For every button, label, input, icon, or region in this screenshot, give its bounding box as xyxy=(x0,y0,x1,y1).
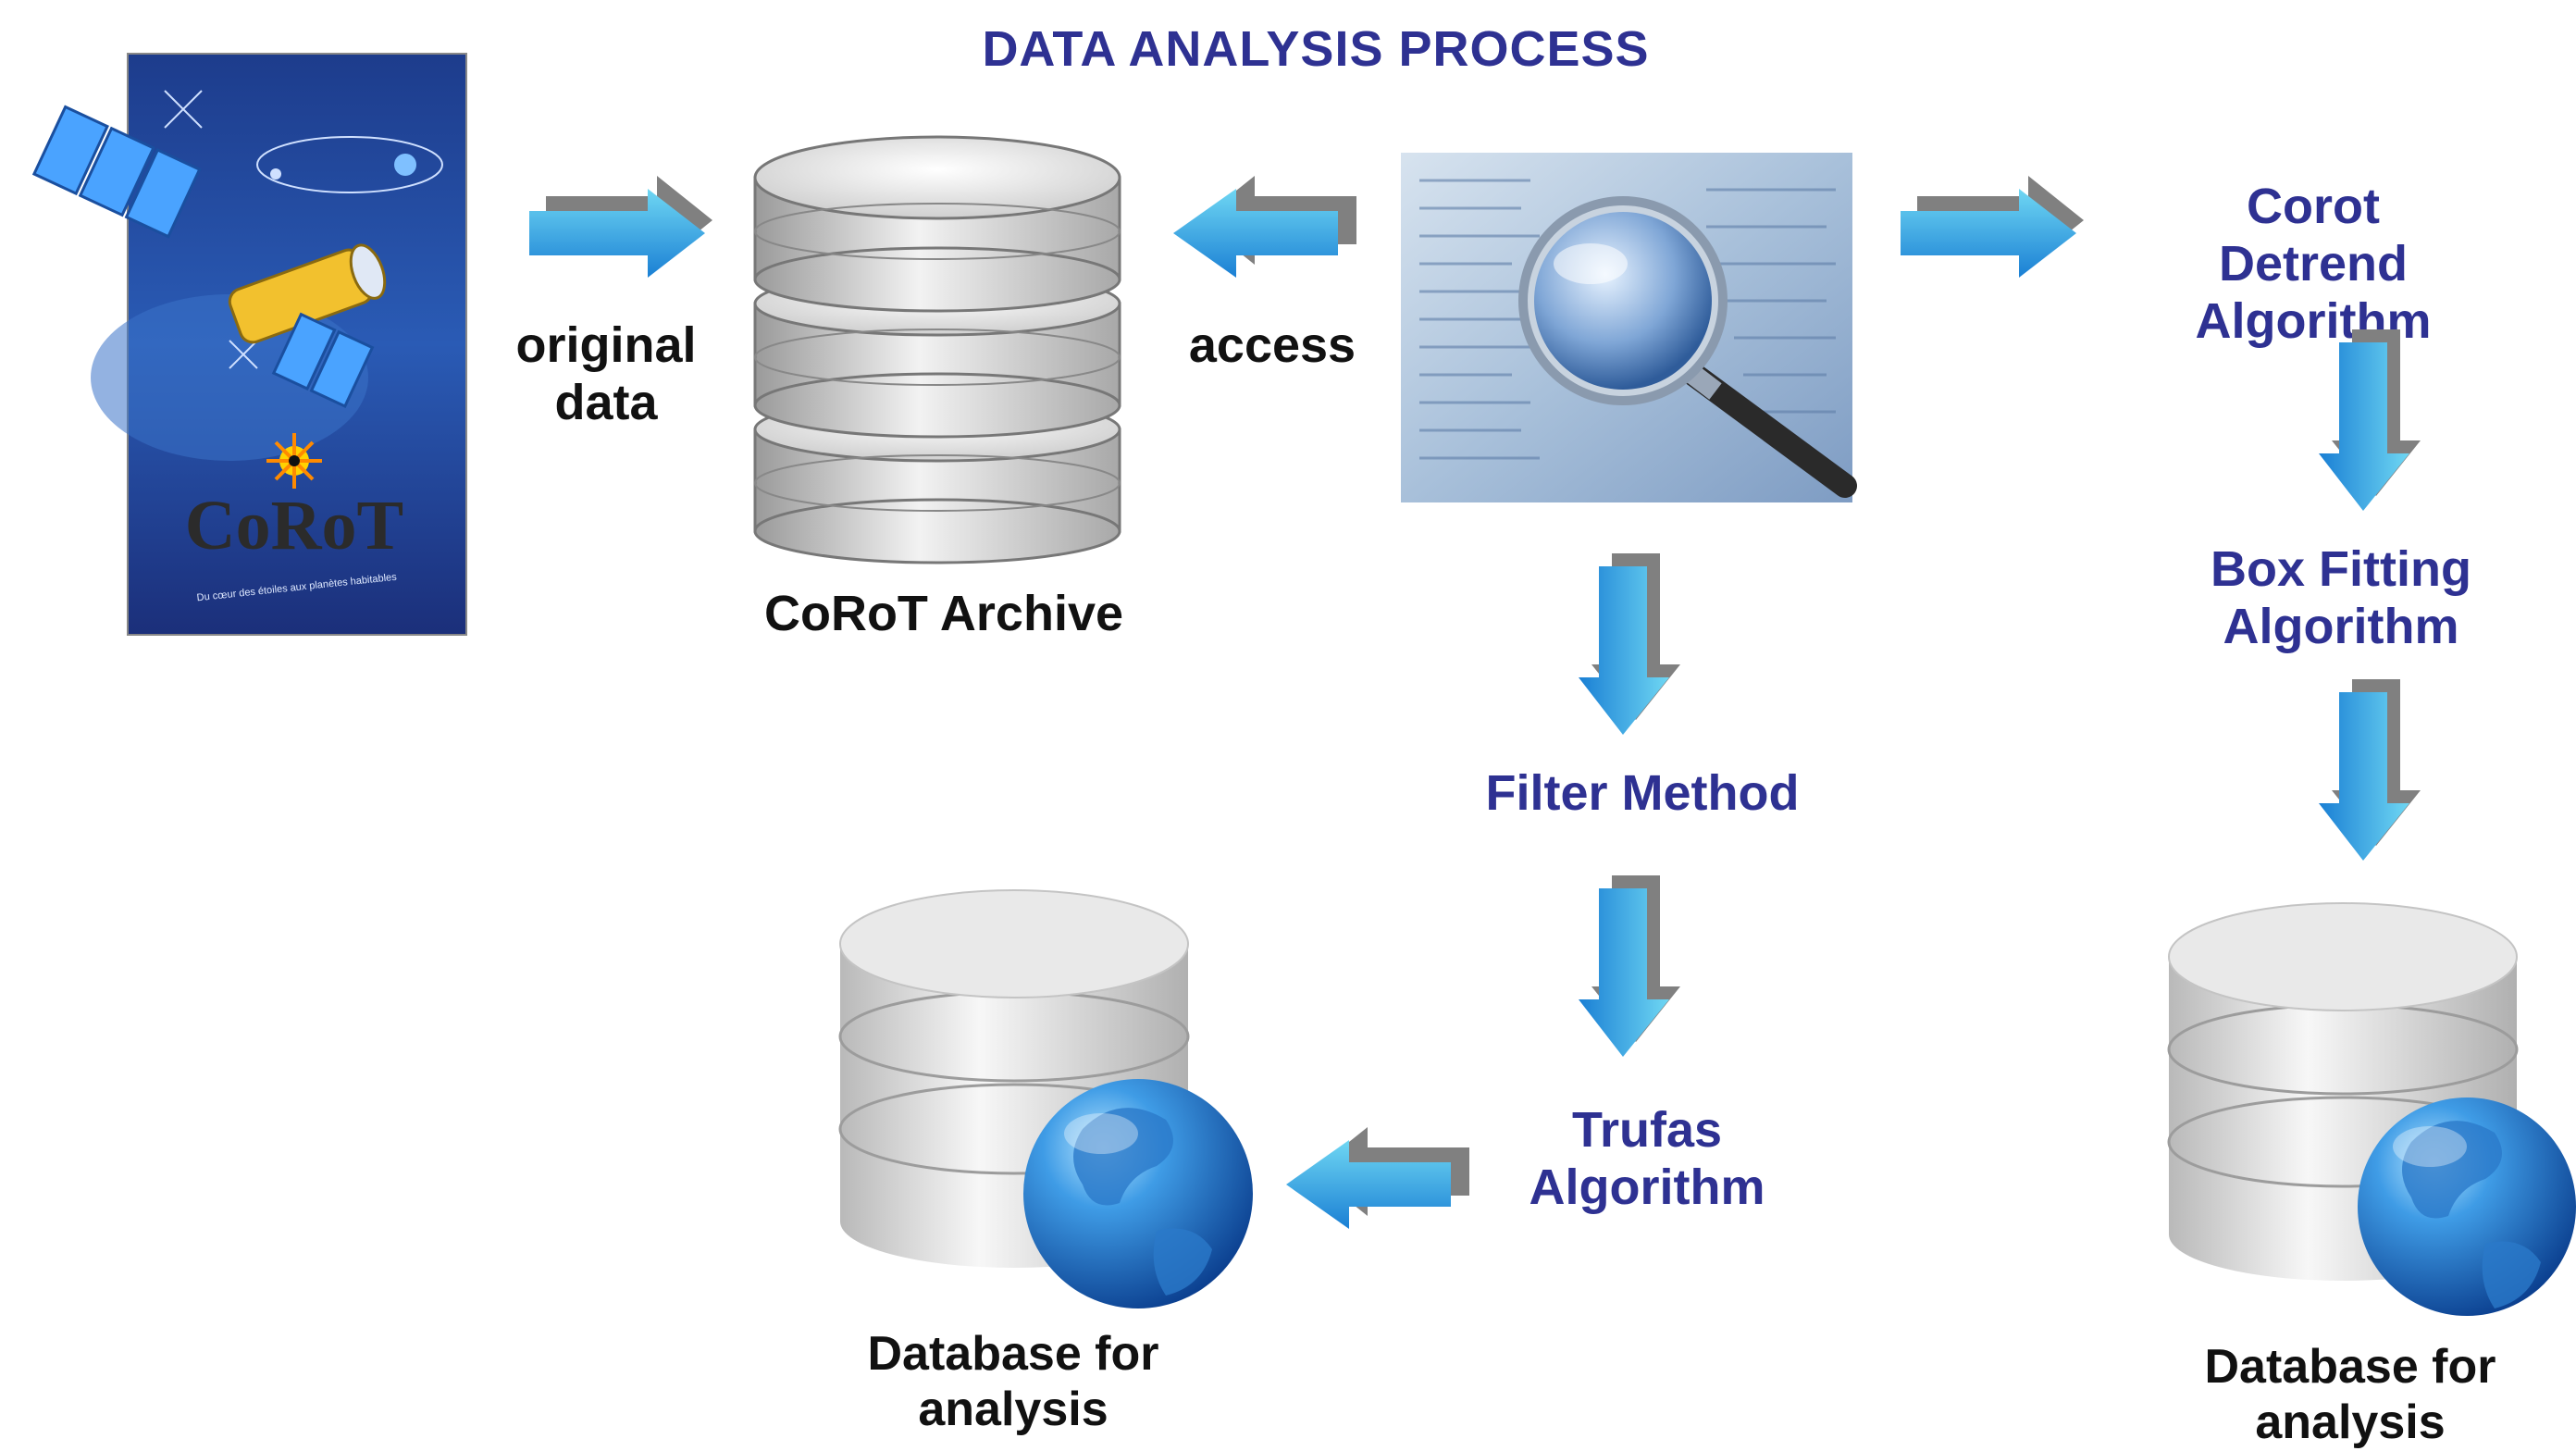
database-globe-right xyxy=(2167,902,2576,1316)
label-corot-detrend-algorithm: Corot Detrend Algorithm xyxy=(2195,179,2432,350)
arrow-down-to-filter-method xyxy=(1579,553,1680,735)
label-filter-method: Filter Method xyxy=(1485,765,1800,821)
diagram-title: DATA ANALYSIS PROCESS xyxy=(982,21,1650,77)
arrow-down-to-trufas xyxy=(1579,875,1680,1057)
label-box-fitting-algorithm: Box Fitting Algorithm xyxy=(2211,541,2471,655)
arrow-down-to-box-fitting xyxy=(2319,329,2421,511)
corot-poster-image: CoRoT Du cœur des étoiles aux planètes h… xyxy=(31,53,467,636)
label-trufas-algorithm: Trufas Algorithm xyxy=(1529,1102,1765,1216)
label-access: access xyxy=(1188,317,1356,373)
database-globe-left xyxy=(838,889,1253,1308)
arrow-down-to-database-right xyxy=(2319,679,2421,861)
corot-logo-text: CoRoT xyxy=(185,487,403,564)
label-database-right: Database for analysis xyxy=(2204,1340,2496,1449)
label-original-data: original data xyxy=(515,317,697,431)
corot-archive-disk-stack xyxy=(753,135,1121,564)
arrow-right-original-data xyxy=(529,176,712,278)
arrow-left-access xyxy=(1173,176,1356,278)
magnifying-glass-image xyxy=(1401,153,1857,502)
arrow-right-to-detrend xyxy=(1901,176,2084,278)
label-corot-archive: CoRoT Archive xyxy=(763,586,1124,641)
label-database-left: Database for analysis xyxy=(867,1327,1159,1436)
arrow-left-to-database-left xyxy=(1286,1127,1469,1229)
